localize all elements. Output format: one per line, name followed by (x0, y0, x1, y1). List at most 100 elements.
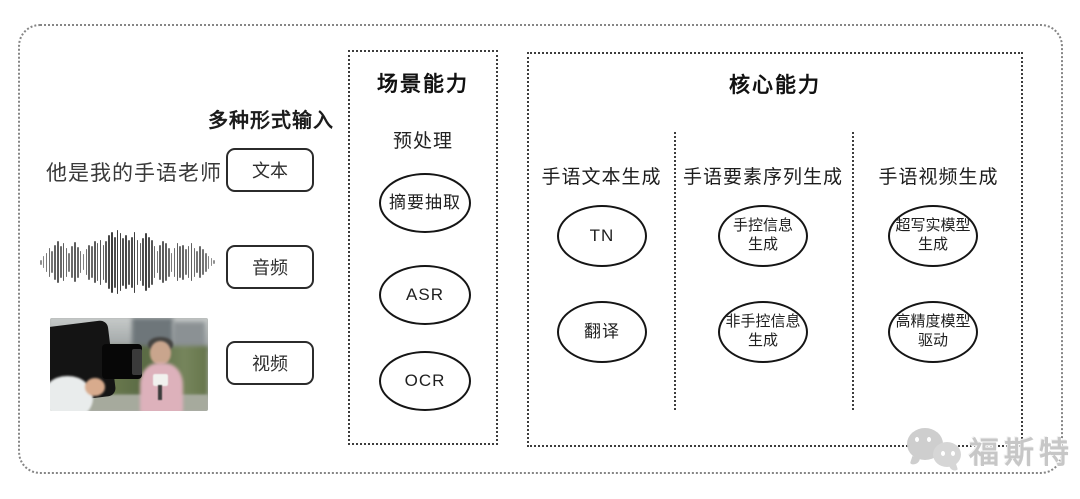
column-divider (852, 132, 854, 410)
node-manual-info-generation: 手控信息 生成 (718, 205, 808, 267)
waveform-bar (196, 251, 198, 273)
audio-waveform (40, 229, 216, 295)
scene-capability-title: 场景能力 (377, 73, 469, 96)
icon-eye (927, 437, 931, 442)
waveform-bar (142, 238, 144, 286)
waveform-bar (165, 243, 167, 281)
waveform-bar (85, 249, 88, 275)
waveform-bar (139, 243, 142, 281)
waveform-bar (170, 252, 173, 272)
waveform-bar (193, 247, 196, 277)
column-header-text-generation: 手语文本生成 (541, 167, 662, 188)
preprocess-label: 预处理 (392, 131, 453, 152)
waveform-bar (185, 249, 187, 275)
scene-capability-box: 场景能力 预处理 摘要抽取 ASR OCR (348, 50, 498, 445)
icon-eye (941, 451, 945, 456)
waveform-bar (131, 236, 133, 288)
waveform-bar (48, 247, 51, 277)
sample-sentence-text: 他是我的手语老师 (46, 162, 222, 185)
input-type-video-label: 视频 (252, 354, 288, 374)
outer-dotted-frame (18, 24, 1063, 474)
waveform-bar (179, 246, 181, 278)
node-manual-info-generation-label: 手控信息 生成 (732, 217, 793, 253)
waveform-bar (207, 255, 210, 269)
waveform-bar (199, 246, 201, 278)
waveform-bar (128, 239, 130, 285)
waveform-bar (176, 243, 179, 281)
waveform-bar (65, 247, 68, 277)
waveform-bar (94, 241, 96, 283)
photo-camera-lens-ring (132, 348, 142, 375)
waveform-bar (57, 241, 59, 283)
node-non-manual-info-generation: 非手控信息 生成 (718, 301, 808, 363)
watermark-text: 福斯特 (969, 437, 1074, 470)
waveform-bar (145, 233, 147, 291)
icon-eye (951, 451, 955, 456)
waveform-bar (105, 241, 107, 283)
waveform-bar (59, 246, 62, 278)
node-ocr: OCR (379, 351, 471, 411)
node-summary-extraction: 摘要抽取 (379, 173, 471, 233)
input-type-audio-box: 音频 (226, 245, 314, 289)
waveform-bar (42, 256, 45, 268)
waveform-bar (156, 251, 159, 273)
waveform-bar (210, 258, 213, 266)
waveform-bar (167, 247, 170, 277)
waveform-bar (102, 244, 105, 280)
node-hyperrealistic-model-generation-label: 超写实模型 生成 (895, 217, 971, 253)
waveform-bar (202, 249, 204, 275)
input-type-audio-label: 音频 (252, 258, 288, 278)
waveform-bar (136, 239, 139, 285)
node-high-precision-model-driving: 高精度模型 驱动 (888, 301, 978, 363)
waveform-bar (204, 252, 207, 272)
waveform-bar (150, 239, 153, 285)
node-asr-label: ASR (406, 285, 444, 305)
waveform-bar (82, 254, 85, 270)
waveform-bar (133, 231, 136, 293)
input-type-video-box: 视频 (226, 341, 314, 385)
waveform-bar (51, 251, 53, 273)
photo-reporter-head (150, 341, 171, 365)
waveform-bar (122, 238, 125, 286)
waveform-bar (190, 243, 193, 281)
waveform-bar (45, 252, 48, 272)
waveform-bar (91, 246, 93, 278)
node-hyperrealistic-model-generation: 超写实模型 生成 (888, 205, 978, 267)
node-non-manual-info-generation-label: 非手控信息 生成 (725, 313, 801, 349)
waveform-bar (119, 233, 122, 291)
photo-cameraman-hand (84, 377, 106, 397)
waveform-bar (40, 259, 42, 265)
input-type-text-box: 文本 (226, 148, 314, 192)
node-asr: ASR (379, 265, 471, 325)
waveform-bar (113, 236, 116, 288)
input-section-label: 多种形式输入 (208, 110, 334, 132)
node-ocr-label: OCR (404, 371, 446, 391)
node-summary-extraction-label: 摘要抽取 (389, 193, 461, 213)
waveform-bar (54, 244, 56, 280)
column-header-element-sequence-generation: 手语要素序列生成 (682, 167, 843, 188)
watermark: 福斯特 (903, 426, 1074, 474)
waveform-bar (187, 246, 190, 278)
column-header-video-generation: 手语视频生成 (878, 167, 999, 188)
core-capability-title: 核心能力 (729, 74, 821, 97)
waveform-bar (76, 246, 79, 278)
core-capability-box: 核心能力 手语文本生成 手语要素序列生成 手语视频生成 TN 翻译 手控信息 生… (527, 52, 1023, 447)
video-thumbnail (50, 318, 208, 411)
waveform-bar (88, 244, 90, 280)
waveform-bar (213, 260, 216, 264)
waveform-bar (99, 239, 102, 285)
waveform-bar (96, 243, 99, 281)
waveform-bar (173, 247, 176, 277)
waveform-bar (108, 235, 110, 289)
photo-mic-flag (153, 373, 168, 386)
node-high-precision-model-driving-label: 高精度模型 驱动 (895, 313, 971, 349)
waveform-bar (74, 242, 76, 282)
node-tn: TN (557, 205, 647, 267)
column-divider (674, 132, 676, 410)
waveform-bar (162, 241, 164, 283)
waveform-bar (71, 246, 73, 278)
waveform-bar (182, 244, 184, 280)
waveform-bar (148, 236, 150, 288)
waveform-bar (125, 235, 127, 289)
